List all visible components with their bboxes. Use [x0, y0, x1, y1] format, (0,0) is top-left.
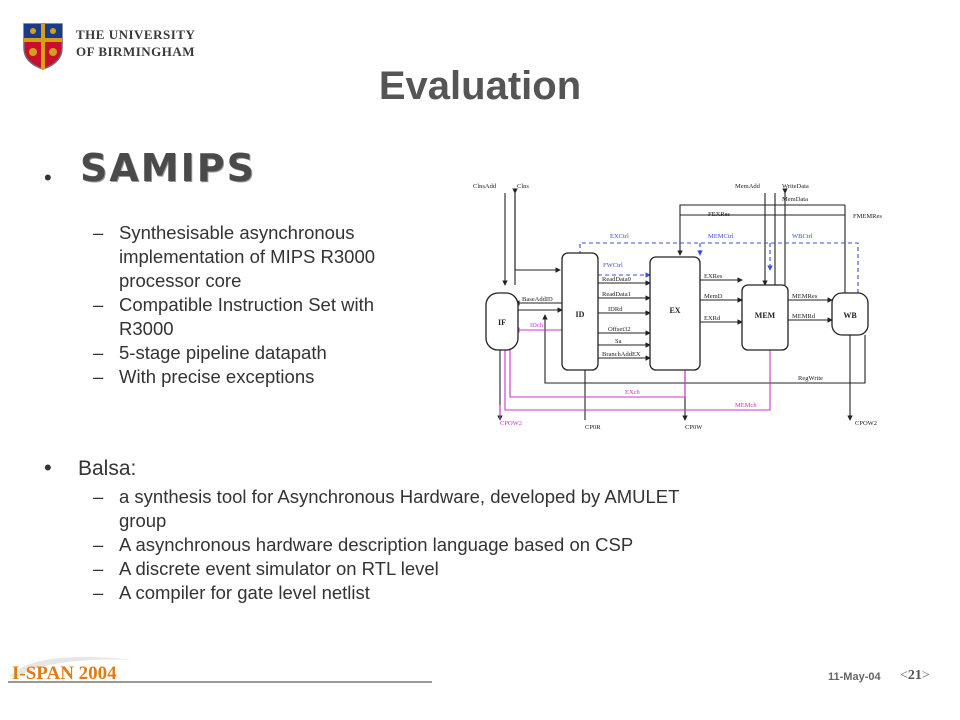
signal-memd: MemD	[704, 293, 723, 300]
label-memch: MEMch	[735, 402, 757, 409]
balsa-heading: Balsa:	[78, 457, 137, 480]
signal-memrd: MEMRd	[792, 313, 816, 320]
samips-item-3-dash: –	[93, 342, 104, 363]
samips-item-2-dash: –	[93, 294, 104, 315]
label-clns: Clns	[517, 183, 529, 190]
balsa-item-4-line-1: A compiler for gate level netlist	[119, 582, 370, 603]
label-wbctrl: WBCtrl	[792, 233, 813, 240]
label-exctrl: EXCtrl	[610, 233, 629, 240]
balsa-item-3-line-1: A discrete event simulator on RTL level	[119, 558, 439, 579]
signal-readdata1: ReadData1	[602, 291, 631, 298]
stage-mem-label: MEM	[755, 311, 776, 320]
label-memadd: MemAdd	[735, 183, 761, 190]
university-line-1: THE UNIVERSITY	[76, 27, 196, 42]
page-number: <21>	[900, 668, 930, 683]
label-memdata: MemData	[782, 196, 808, 203]
samips-item-1-line-1: Synthesisable asynchronous	[119, 222, 355, 243]
samips-item-2-line-2: R3000	[119, 318, 174, 339]
signal-exrd: EXRd	[704, 315, 721, 322]
stage-ex-label: EX	[669, 306, 680, 315]
label-baseaddid: BaseAddID	[522, 296, 553, 303]
bullet-balsa: •	[44, 455, 52, 480]
stage-wb	[831, 292, 869, 336]
label-fexres: FEXRes	[708, 211, 731, 218]
label-regwrite: RegWrite	[798, 375, 823, 382]
label-fmemres: FMEMRes	[853, 213, 882, 220]
stage-if	[485, 292, 519, 351]
samips-item-2-line-1: Compatible Instruction Set with	[119, 294, 375, 315]
slide-title: Evaluation	[378, 64, 582, 108]
label-cpow2-left: CPOW2	[500, 420, 522, 427]
stage-wb-label: WB	[843, 311, 857, 320]
ispan-footer-logo: I-SPAN 2004	[10, 657, 133, 684]
balsa-item-1-dash: –	[93, 486, 104, 507]
label-fwctrl: FWCtrl	[603, 262, 623, 269]
slide-date: 11-May-04	[828, 671, 881, 683]
label-cp0r: CP0R	[585, 424, 601, 431]
signal-exres: EXRes	[704, 273, 723, 280]
samips-pipeline-diagram: IF ID EX MEM WB ClnsAdd Clns MemAdd Writ…	[473, 183, 882, 431]
footer-rule	[8, 681, 432, 683]
signal-readdata0: ReadData0	[602, 276, 631, 283]
label-idch: IDch	[530, 322, 544, 329]
balsa-item-1-line-1: a synthesis tool for Asynchronous Hardwa…	[119, 486, 680, 507]
samips-item-1-dash: –	[93, 222, 104, 243]
balsa-item-4-dash: –	[93, 582, 104, 603]
signal-branchaddex: BranchAddEX	[602, 351, 641, 358]
signal-sa: Sa	[615, 338, 622, 345]
samips-item-3-line-1: 5-stage pipeline datapath	[119, 342, 327, 363]
signal-memres: MEMRes	[792, 293, 818, 300]
balsa-item-1-line-2: group	[119, 510, 167, 531]
balsa-item-2-line-1: A asynchronous hardware description lang…	[119, 534, 634, 555]
signal-offset32: Offset32	[608, 326, 631, 333]
stage-id-label: ID	[576, 310, 585, 319]
label-cpow2-right: CPOW2	[855, 420, 877, 427]
balsa-item-3-dash: –	[93, 558, 104, 579]
university-line-2: OF BIRMINGHAM	[76, 44, 196, 59]
label-clnsadd: ClnsAdd	[473, 183, 497, 190]
samips-item-1-line-2: implementation of MIPS R3000	[119, 246, 376, 267]
stage-id	[561, 252, 599, 371]
label-cp0w: CP0W	[685, 424, 703, 431]
signal-idrd: IDRd	[608, 306, 623, 313]
university-name: THE UNIVERSITY OF BIRMINGHAM	[76, 26, 195, 60]
label-memctrl: MEMCtrl	[708, 233, 734, 240]
samips-item-4-line-1: With precise exceptions	[119, 366, 315, 387]
label-writedata: WriteData	[782, 183, 809, 190]
bullet-samips: •	[44, 165, 52, 190]
stage-if-label: IF	[498, 318, 506, 327]
samips-heading: SAMIPS	[80, 146, 256, 190]
stage-mem	[741, 284, 789, 351]
stage-ex	[649, 256, 701, 371]
samips-item-4-dash: –	[93, 366, 104, 387]
label-exch: EXch	[625, 389, 641, 396]
samips-item-1-line-3: processor core	[119, 270, 242, 291]
ispan-logo-text: I-SPAN 2004	[12, 663, 117, 684]
university-crest-logo	[23, 23, 63, 70]
balsa-item-2-dash: –	[93, 534, 104, 555]
